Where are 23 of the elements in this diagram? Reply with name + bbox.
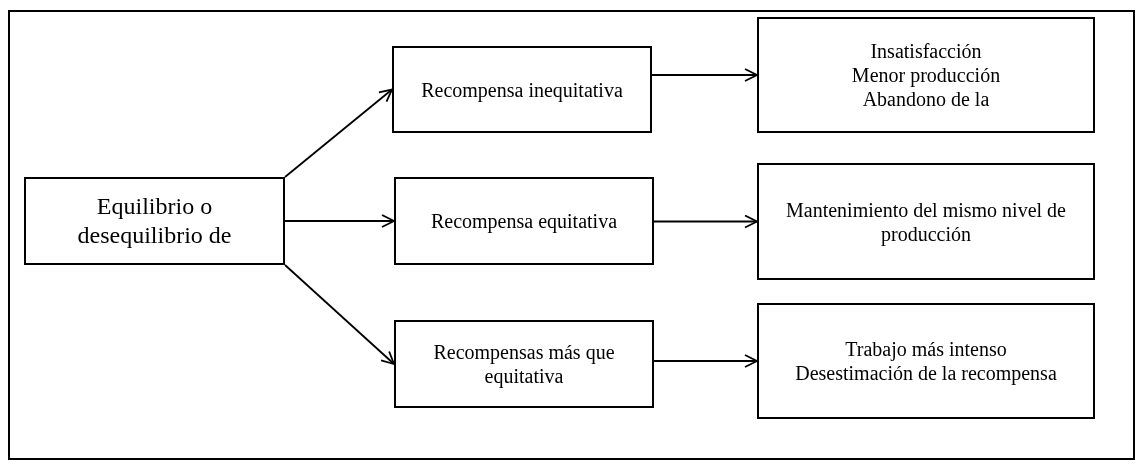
box-text: Desestimación de la recompensa: [795, 361, 1057, 385]
arrow: [653, 214, 758, 229]
box-text: Recompensas más que equitativa: [432, 340, 616, 388]
box-text: Mantenimiento del mismo nivel de producción: [785, 197, 1067, 246]
arrow: [284, 264, 395, 365]
box-text: Recompensa inequitativa: [421, 77, 623, 102]
box-text: Menor producción: [851, 63, 1001, 87]
process-box: [757, 17, 1095, 133]
process-box: [394, 177, 654, 265]
box-text: Abandono de la: [862, 87, 990, 111]
box-text: Trabajo más intenso: [845, 337, 1007, 361]
arrow: [284, 88, 393, 178]
arrow: [651, 68, 758, 82]
arrow: [653, 354, 758, 368]
process-box: [757, 163, 1095, 280]
box-text: Equilibrio o desequilibrio de: [76, 192, 233, 250]
box-text: Insatisfacción: [870, 39, 982, 63]
process-box: [757, 303, 1095, 419]
process-box: [394, 320, 654, 408]
process-box: [392, 46, 652, 133]
box-text: Recompensa equitativa: [430, 209, 617, 233]
process-box: [24, 177, 285, 265]
arrow: [284, 214, 395, 228]
